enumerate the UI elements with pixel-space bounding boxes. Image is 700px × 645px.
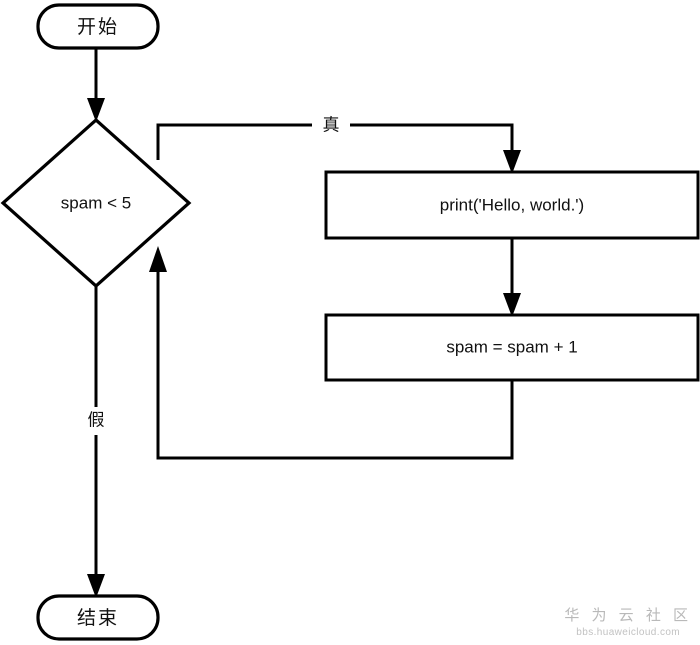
edge-increment-back-to-condition <box>149 246 514 460</box>
arrowhead-up <box>149 246 167 272</box>
edge-label-backdrop <box>78 407 115 435</box>
node-layer: 开始 spam < 5 print('Hello, world.') spam … <box>0 3 700 641</box>
decision-shape <box>0 117 192 289</box>
node-condition[interactable]: spam < 5 <box>0 117 192 289</box>
edge-layer: 真 假 <box>78 48 521 598</box>
node-increment-label: spam = spam + 1 <box>446 337 577 356</box>
arrowhead-down <box>87 98 105 122</box>
node-end[interactable]: 结束 <box>36 594 160 641</box>
node-condition-label: spam < 5 <box>61 193 131 212</box>
node-print-label: print('Hello, world.') <box>440 195 584 214</box>
arrowhead-down <box>87 574 105 598</box>
process-shape <box>324 170 700 240</box>
edge-path <box>156 252 514 460</box>
terminal-shape <box>36 3 160 50</box>
node-increment[interactable]: spam = spam + 1 <box>324 313 700 382</box>
arrowhead-down <box>503 150 521 174</box>
node-start-label: 开始 <box>77 16 119 38</box>
edge-label-true: 真 <box>323 115 340 134</box>
edge-label-backdrop <box>312 112 350 139</box>
node-print[interactable]: print('Hello, world.') <box>324 170 700 240</box>
edge-start-to-condition <box>87 48 105 122</box>
edge-condition-true-to-print: 真 <box>156 112 521 174</box>
node-start[interactable]: 开始 <box>36 3 160 50</box>
edge-label-false: 假 <box>88 410 105 429</box>
terminal-shape <box>36 594 160 641</box>
arrowhead-down <box>503 293 521 317</box>
node-end-label: 结束 <box>77 607 119 629</box>
edge-condition-false-to-end: 假 <box>78 286 115 598</box>
process-shape <box>324 313 700 382</box>
edge-print-to-increment <box>503 238 521 317</box>
